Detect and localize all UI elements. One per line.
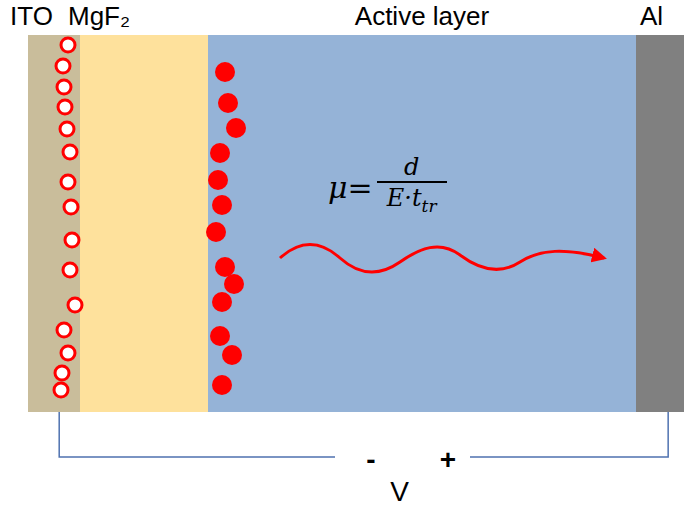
hole bbox=[65, 233, 79, 247]
electron bbox=[218, 93, 238, 113]
formula-numerator: d bbox=[404, 153, 419, 181]
hole bbox=[60, 122, 74, 136]
electron bbox=[210, 143, 230, 163]
formula-denominator: E·ttr bbox=[387, 183, 437, 221]
hole bbox=[55, 366, 69, 380]
hole bbox=[63, 145, 77, 159]
voltage-label: V bbox=[390, 476, 409, 508]
electron-charges bbox=[206, 62, 246, 395]
polarity-sign: + bbox=[440, 444, 456, 476]
circuit-wire bbox=[59, 412, 668, 457]
electron bbox=[215, 257, 235, 277]
active-layer: Active layerμ=dE·ttr bbox=[208, 35, 636, 412]
electron bbox=[206, 222, 226, 242]
formula-subscript: tr bbox=[422, 196, 437, 216]
al-electrode: Al bbox=[636, 35, 684, 412]
electron bbox=[212, 375, 232, 395]
fraction: dE·ttr bbox=[377, 153, 447, 221]
electron bbox=[212, 195, 232, 215]
electron bbox=[226, 118, 246, 138]
hole bbox=[57, 323, 71, 337]
hole bbox=[63, 263, 77, 277]
layer-label: Active layer bbox=[355, 1, 489, 31]
electron bbox=[224, 274, 244, 294]
electron bbox=[212, 292, 232, 312]
formula-symbol: μ= bbox=[328, 170, 373, 205]
hole bbox=[54, 383, 68, 397]
layer-label: MgF₂ bbox=[68, 1, 130, 31]
layer-label: ITO bbox=[10, 1, 53, 31]
hole bbox=[61, 175, 75, 189]
electron bbox=[208, 170, 228, 190]
hole-charges bbox=[54, 38, 82, 397]
transport-arrow bbox=[280, 245, 604, 273]
mobility-formula: μ=dE·ttr bbox=[328, 153, 447, 221]
hole bbox=[56, 59, 70, 73]
hole bbox=[64, 200, 78, 214]
polarity-sign: - bbox=[366, 444, 375, 476]
electron bbox=[210, 326, 230, 346]
hole bbox=[58, 100, 72, 114]
layer-label: Al bbox=[640, 1, 663, 31]
hole bbox=[57, 80, 71, 94]
mgf2-layer: MgF₂ bbox=[80, 35, 208, 412]
electron bbox=[222, 345, 242, 365]
hole bbox=[61, 346, 75, 360]
hole bbox=[68, 298, 82, 312]
electron bbox=[215, 62, 235, 82]
formula-term: E·t bbox=[387, 184, 422, 212]
fraction-bar bbox=[377, 181, 447, 183]
hole bbox=[61, 38, 75, 52]
